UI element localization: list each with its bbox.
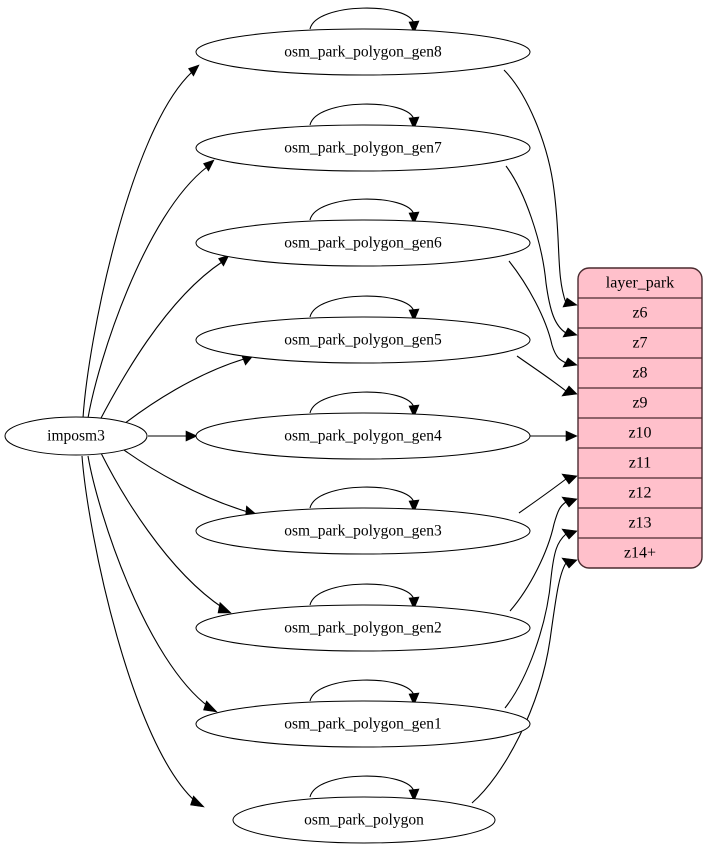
edge-imposm3-to-gen1 [87, 455, 218, 713]
edge-gen7-to-z7 [505, 165, 578, 338]
node-osm-park-polygon-gen8[interactable]: osm_park_polygon_gen8 [195, 28, 531, 76]
node-osm-park-polygon-gen6-label: osm_park_polygon_gen6 [284, 235, 442, 252]
table-row-z11-label: z11 [629, 455, 652, 472]
node-osm-park-polygon-gen4-label: osm_park_polygon_gen4 [284, 428, 442, 445]
layer-park-header-label: layer_park [606, 275, 674, 292]
table-row-z6-label: z6 [632, 305, 647, 322]
node-osm-park-polygon-gen2-label: osm_park_polygon_gen2 [284, 620, 442, 637]
table-row-z12-label: z12 [628, 485, 651, 502]
self-loop-gen2 [309, 583, 420, 610]
self-loop-group [309, 7, 420, 802]
edge-gen3-to-z11 [518, 473, 578, 514]
self-loop-polygon [309, 775, 420, 802]
edge-imposm3-to-gen5 [123, 354, 253, 425]
edge-imposm3-to-gen8 [82, 64, 200, 419]
edge-gen5-to-z9 [516, 355, 578, 397]
self-loop-gen5 [309, 295, 420, 322]
node-osm-park-polygon-gen4[interactable]: osm_park_polygon_gen4 [195, 412, 531, 460]
node-osm-park-polygon-gen7[interactable]: osm_park_polygon_gen7 [195, 124, 531, 172]
edge-imposm3-to-gen3 [123, 449, 258, 518]
self-loop-gen3 [309, 486, 420, 513]
edge-gen6-to-z8 [508, 260, 578, 368]
node-osm-park-polygon[interactable]: osm_park_polygon [232, 796, 496, 844]
edge-gen1-to-z13 [504, 528, 578, 709]
node-osm-park-polygon-gen3[interactable]: osm_park_polygon_gen3 [195, 507, 531, 555]
node-osm-park-polygon-gen5[interactable]: osm_park_polygon_gen5 [195, 316, 531, 364]
table-row-z8-label: z8 [632, 365, 647, 382]
node-imposm3[interactable]: imposm3 [4, 416, 148, 456]
edge-imposm3-to-gen4 [148, 430, 198, 442]
node-osm-park-polygon-gen2[interactable]: osm_park_polygon_gen2 [195, 604, 531, 652]
self-loop-gen1 [309, 679, 420, 706]
self-loop-gen4 [309, 391, 420, 418]
edge-gen4-to-z10 [530, 430, 578, 442]
node-osm-park-polygon-gen6[interactable]: osm_park_polygon_gen6 [195, 219, 531, 267]
self-loop-gen8 [309, 7, 420, 34]
layer-park-table[interactable]: layer_park z6 z7 z8 z9 z10 z11 z12 z13 z… [577, 267, 703, 569]
source-edge-group [81, 64, 258, 808]
self-loop-gen6 [309, 198, 420, 225]
table-row-z14-label: z14+ [624, 545, 656, 562]
edge-imposm3-to-polygon [81, 455, 205, 808]
node-osm-park-polygon-gen8-label: osm_park_polygon_gen8 [284, 44, 442, 61]
table-row-z9-label: z9 [632, 395, 647, 412]
node-osm-park-polygon-gen3-label: osm_park_polygon_gen3 [284, 523, 442, 540]
node-osm-park-polygon-gen1-label: osm_park_polygon_gen1 [284, 716, 442, 733]
node-group: imposm3 osm_park_polygon_gen8 osm_park_p… [4, 28, 531, 844]
self-loop-gen7 [309, 103, 420, 130]
node-osm-park-polygon-label: osm_park_polygon [304, 812, 424, 829]
table-row-z10-label: z10 [628, 425, 651, 442]
node-imposm3-label: imposm3 [47, 428, 105, 445]
table-row-z13-label: z13 [628, 515, 651, 532]
edge-gen2-to-z12 [509, 496, 578, 612]
edge-imposm3-to-gen6 [99, 254, 230, 421]
table-row-z7-label: z7 [632, 335, 647, 352]
edge-polygon-to-z14 [471, 557, 578, 804]
edge-imposm3-to-gen7 [87, 159, 215, 419]
table-edge-group [471, 69, 578, 804]
edge-gen8-to-z6 [503, 69, 578, 308]
node-osm-park-polygon-gen5-label: osm_park_polygon_gen5 [284, 332, 442, 349]
edge-imposm3-to-gen2 [100, 452, 232, 614]
node-osm-park-polygon-gen1[interactable]: osm_park_polygon_gen1 [195, 700, 531, 748]
node-osm-park-polygon-gen7-label: osm_park_polygon_gen7 [284, 140, 442, 157]
